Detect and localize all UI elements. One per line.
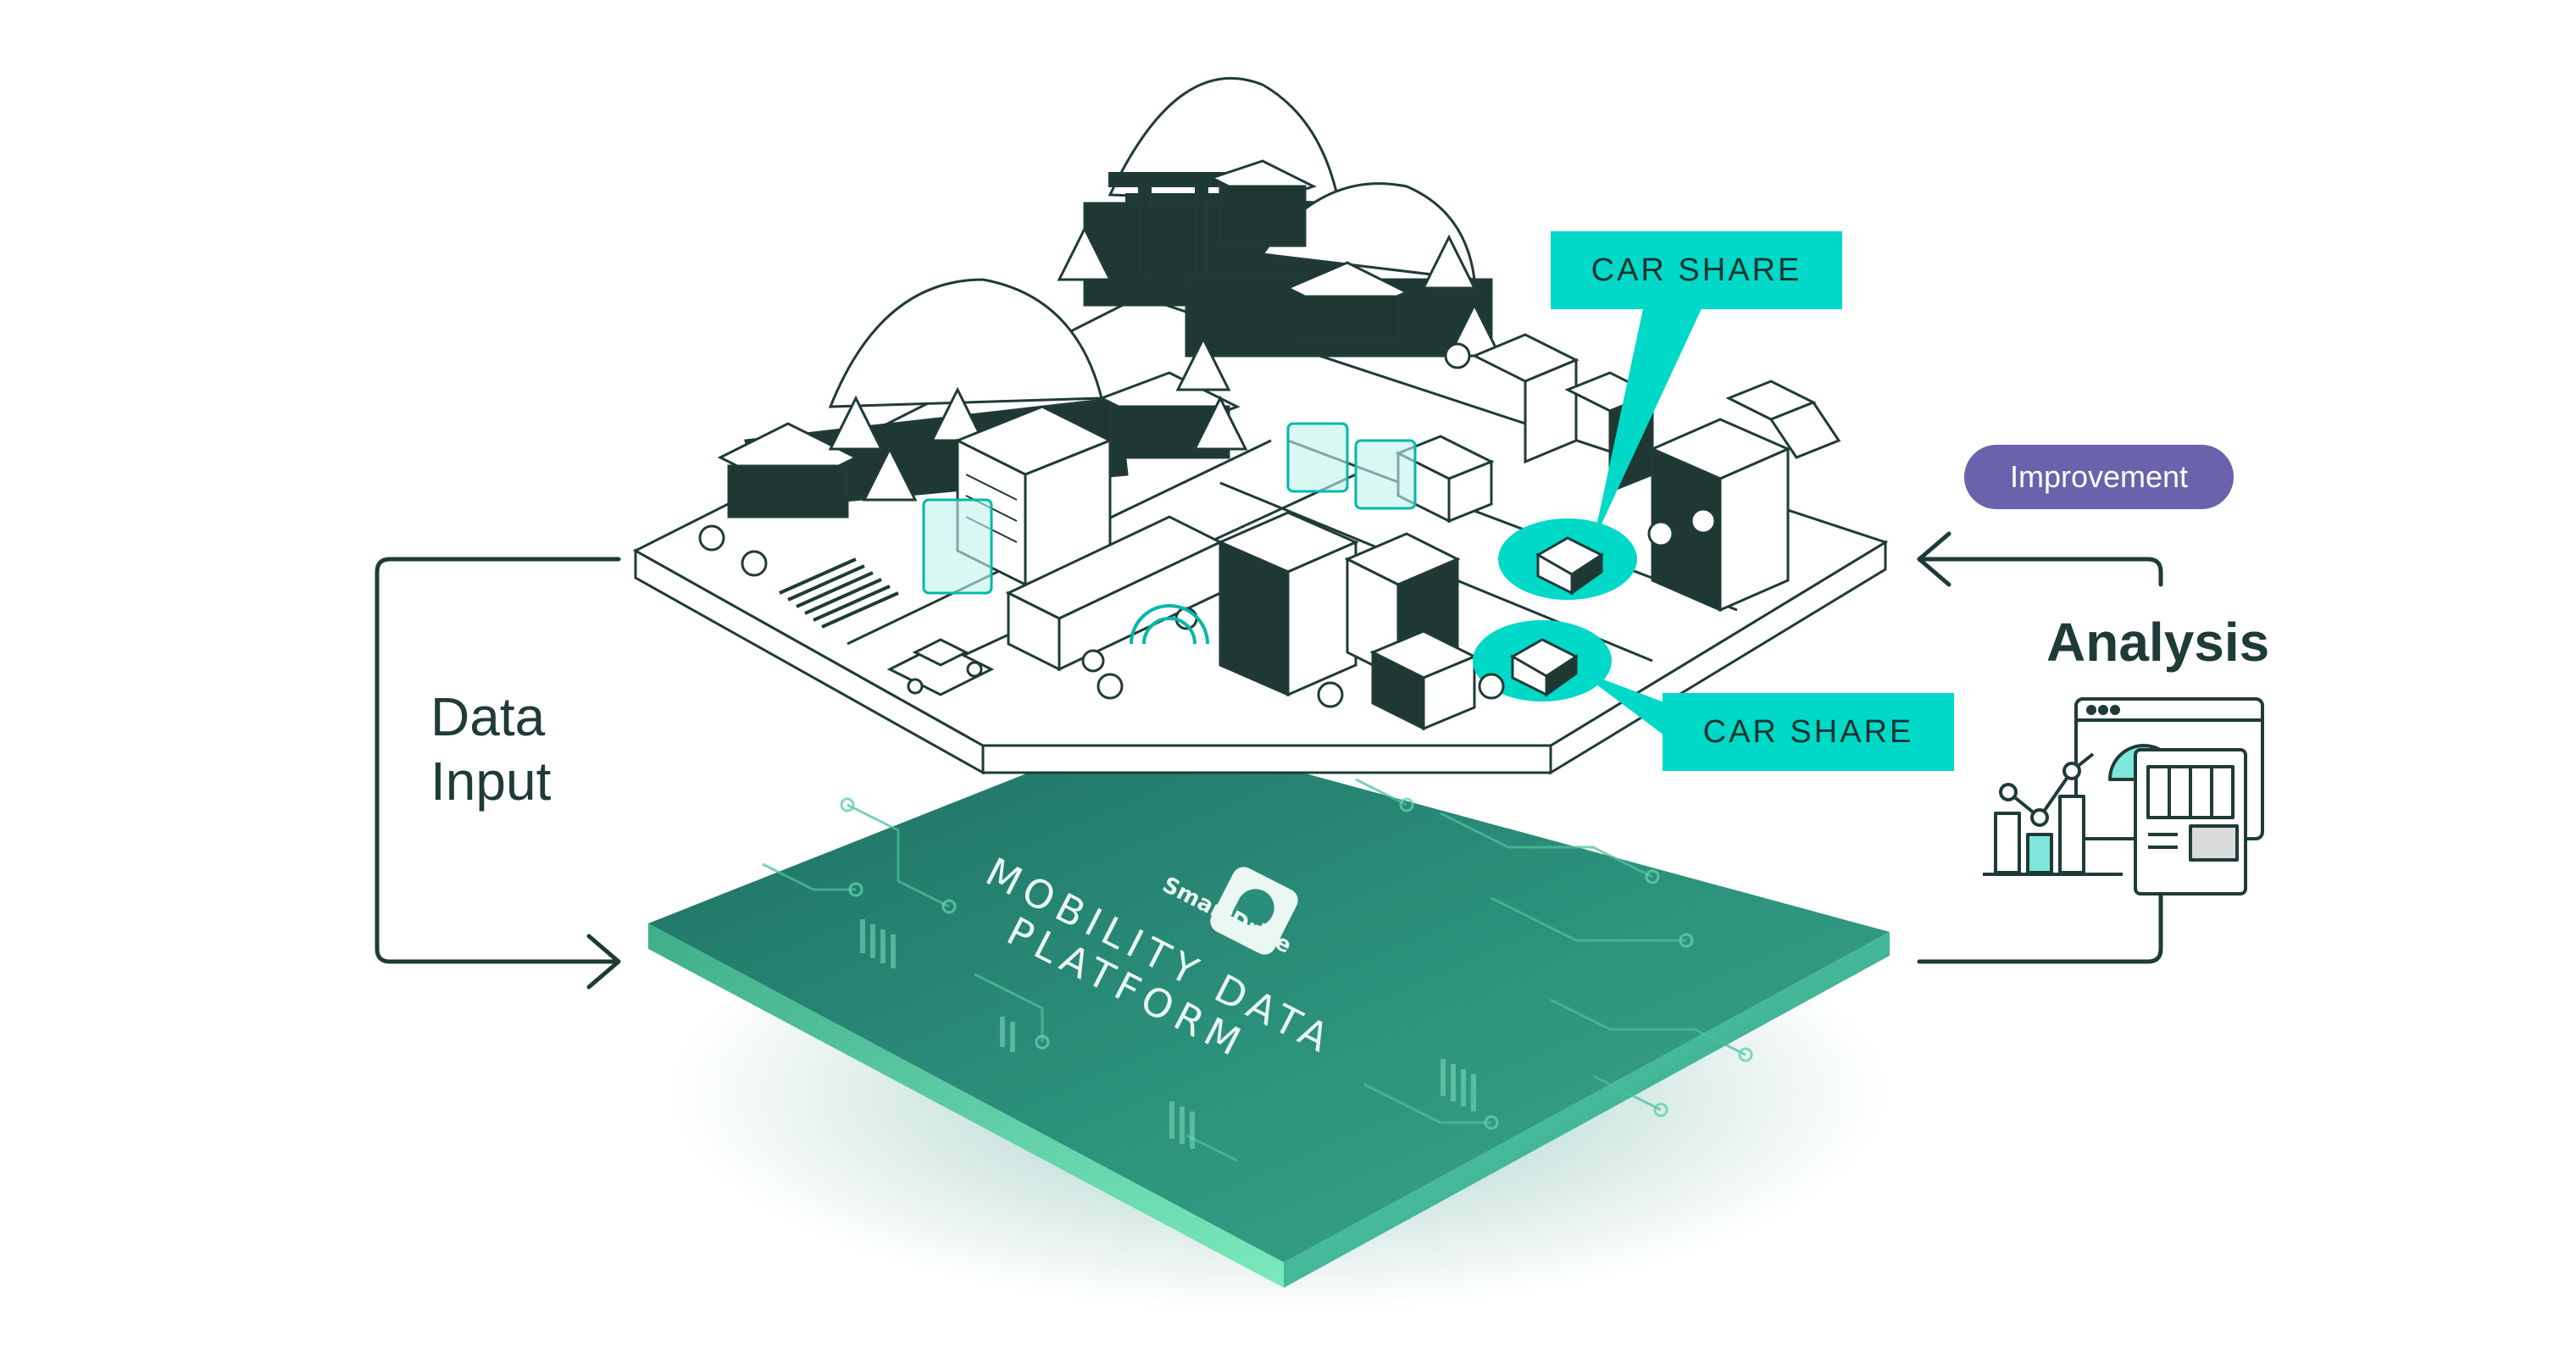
circuit-nodes [840,797,1753,1130]
platform-right-edge [1284,932,1890,1288]
smartdrive-logo-icon [1210,867,1298,955]
office-tower-center [1217,511,1478,731]
car-share-spot-bottom [1473,620,1612,701]
data-input-line2: Input [430,751,552,812]
taxi-icon [886,638,995,696]
data-input-arrow [375,557,621,990]
info-panels [922,422,1417,595]
analysis-label: Analysis [2046,612,2270,673]
car-share-callout-top: CAR SHARE [1551,231,1842,309]
data-input-label: Data Input [430,685,651,813]
feedback-arrow [1917,531,2163,964]
office-tower-right [1471,333,1841,613]
street-trees [698,342,1717,708]
car-share-callout-bottom: CAR SHARE [1663,693,1954,771]
city-slab-front-face [981,744,1552,774]
torii-gate-icon [1108,172,1239,277]
car-share-bottom-pointer [1576,669,1678,746]
mobility-data-platform: SmartDrive MOBILITY DATA PLATFORM [648,729,1890,1288]
traditional-houses [717,159,1410,518]
platform-left-edge [648,923,1284,1288]
car-share-spot-top [1498,518,1637,600]
crosswalk [779,557,899,629]
chip-stripes [860,919,1476,1149]
bus-icon [1005,515,1224,673]
analysis-dashboard-icon [1983,697,2264,895]
wifi-signal-icon [1130,604,1209,645]
improvement-badge: Improvement [1964,445,2234,509]
data-input-line1: Data [430,686,546,747]
city-block [632,76,1889,775]
car-share-top-pointer [1593,305,1703,542]
hills [744,76,1493,510]
pine-trees [828,225,1502,502]
platform-top-face [648,729,1890,1262]
